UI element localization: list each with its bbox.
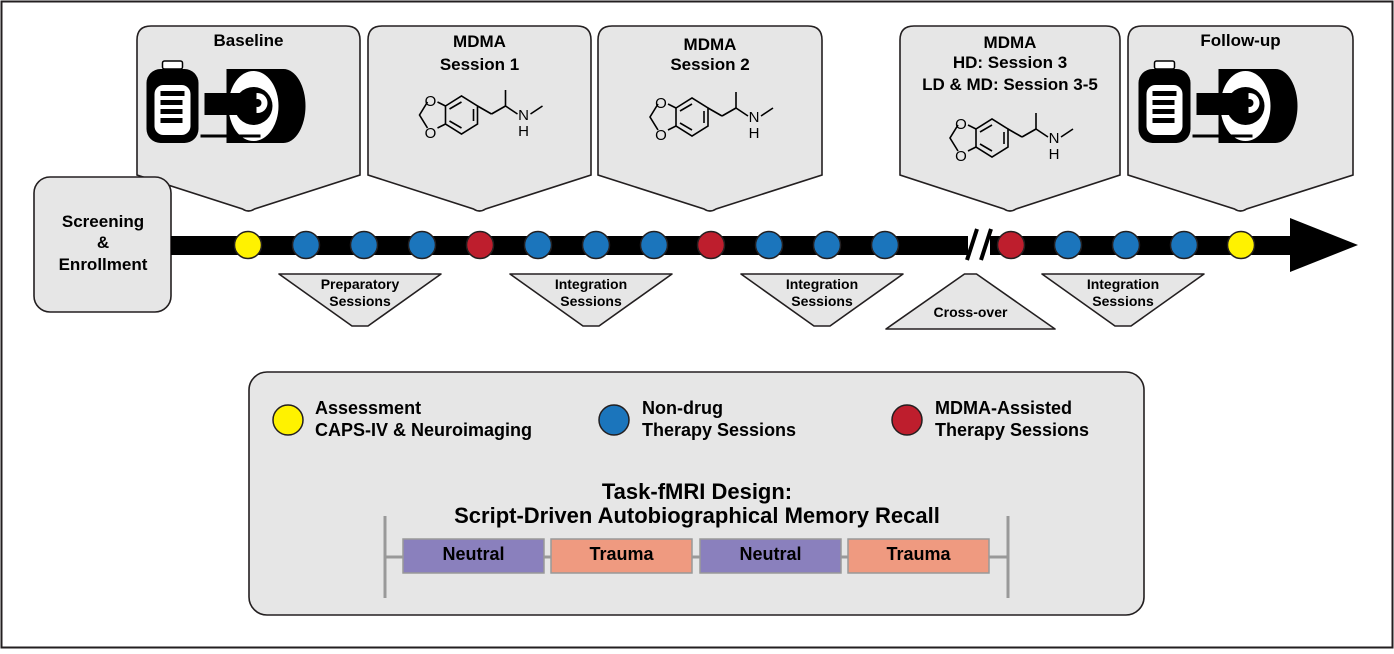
legend-swatch <box>598 404 630 436</box>
screening-label-line: Enrollment <box>59 255 148 274</box>
stage-title-line: Session 1 <box>440 55 519 74</box>
legend-swatch <box>272 404 304 436</box>
legend-label-line: MDMA-Assisted <box>935 398 1072 418</box>
phase-marker-shape <box>278 273 442 327</box>
design-block-label: Neutral <box>739 544 801 564</box>
stage-title-line: Session 2 <box>670 55 749 74</box>
stage-title-line: MDMA <box>684 35 737 54</box>
timeline-dot-nondrug <box>812 230 842 260</box>
timeline-arrowhead <box>1290 218 1358 272</box>
phase-label-line: Sessions <box>329 293 391 309</box>
phase-marker-shape <box>509 273 673 327</box>
timeline-dot-nondrug <box>349 230 379 260</box>
timeline <box>171 218 1358 272</box>
design-block-trauma <box>550 538 693 574</box>
phase-marker-shape <box>885 273 1056 330</box>
stage-title-line: MDMA <box>453 32 506 51</box>
phase-label-line: Integration <box>1087 276 1159 292</box>
timeline-dot-nondrug <box>1111 230 1141 260</box>
phase-marker-shape <box>740 273 904 327</box>
design-block-label: Trauma <box>886 544 951 564</box>
design-block-label: Neutral <box>442 544 504 564</box>
timeline-dot-nondrug <box>1053 230 1083 260</box>
phase-marker-shape <box>1041 273 1205 327</box>
legend-swatch <box>891 404 923 436</box>
timeline-break-mark <box>979 228 993 261</box>
stage-title-line: LD & MD: Session 3-5 <box>922 75 1098 94</box>
design-sequence: Neutral Trauma Neutral Trauma <box>383 516 1010 598</box>
phase-label-line: Integration <box>786 276 858 292</box>
timeline-dot-nondrug <box>523 230 553 260</box>
phase-label-line: Sessions <box>1092 293 1154 309</box>
design-title-line: Script-Driven Autobiographical Memory Re… <box>454 503 940 528</box>
legend-label-line: Therapy Sessions <box>642 420 796 440</box>
timeline-dot-nondrug <box>581 230 611 260</box>
timeline-dot-assessment <box>1226 230 1256 260</box>
timeline-dot-nondrug <box>291 230 321 260</box>
timeline-dot-nondrug <box>870 230 900 260</box>
screening-label-line: Screening <box>62 212 144 231</box>
timeline-dot-nondrug <box>407 230 437 260</box>
timeline-dot-nondrug <box>639 230 669 260</box>
screening-box: Screening & Enrollment <box>33 176 172 313</box>
design-block-neutral <box>699 538 842 574</box>
phase-marker: Cross-over <box>885 273 1056 330</box>
stage-box-baseline: Baseline <box>136 25 361 212</box>
phase-label-line: Cross-over <box>934 304 1008 320</box>
stage-box-followup: Follow-up <box>1127 25 1354 212</box>
timeline-dot-nondrug <box>754 230 784 260</box>
stage-box-shape <box>597 25 823 212</box>
phase-label-line: Sessions <box>791 293 853 309</box>
timeline-dot-nondrug <box>1169 230 1199 260</box>
timeline-dot-mdma <box>996 230 1026 260</box>
legend-label-line: Assessment <box>315 398 421 418</box>
stage-title-line: HD: Session 3 <box>953 53 1067 72</box>
timeline-dot-assessment <box>233 230 263 260</box>
legend-label-line: Non-drug <box>642 398 723 418</box>
phase-label-line: Sessions <box>560 293 622 309</box>
design-block-neutral <box>402 538 545 574</box>
design-block-label: Trauma <box>589 544 654 564</box>
stage-box-session1: MDMA Session 1 <box>367 25 592 212</box>
timeline-dot-mdma <box>696 230 726 260</box>
legend-label-line: Therapy Sessions <box>935 420 1089 440</box>
phase-label-line: Integration <box>555 276 627 292</box>
stage-title-line: Follow-up <box>1200 31 1280 50</box>
timeline-dot-mdma <box>465 230 495 260</box>
design-title-line: Task-fMRI Design: <box>602 479 792 504</box>
design-block-trauma <box>847 538 990 574</box>
screening-label-line: & <box>97 233 109 252</box>
stage-title-line: MDMA <box>984 33 1037 52</box>
timeline-break-mark <box>965 228 979 261</box>
stage-box-shape <box>367 25 592 212</box>
stage-title-line: Baseline <box>214 31 284 50</box>
phase-label-line: Preparatory <box>321 276 400 292</box>
legend-label-line: CAPS-IV & Neuroimaging <box>315 420 532 440</box>
